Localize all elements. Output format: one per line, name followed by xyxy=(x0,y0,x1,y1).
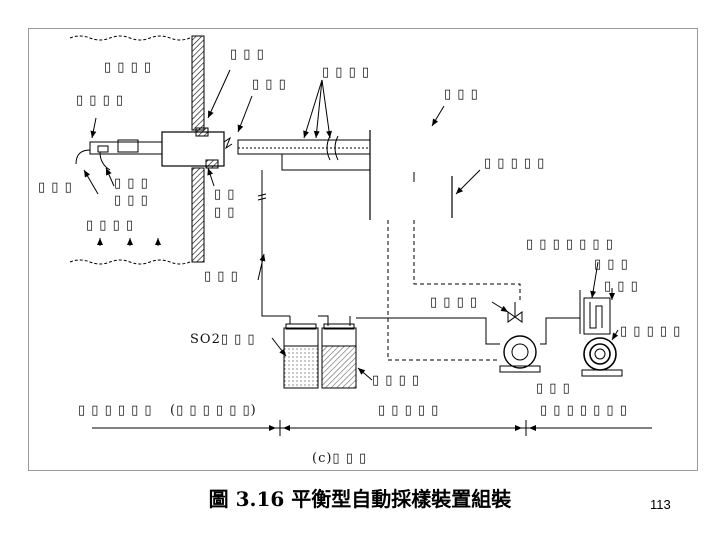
label-seal-2: ▯ ▯ xyxy=(214,205,236,220)
label-thermometer: ▯ ▯ ▯ xyxy=(594,257,629,272)
port-seal xyxy=(195,127,209,137)
stack-top-edge xyxy=(69,35,191,41)
label-duct: ▯ ▯ ▯ ▯ xyxy=(104,60,153,75)
diagram-frame xyxy=(28,28,698,471)
probe-inner xyxy=(97,145,109,153)
pump-base xyxy=(499,365,541,373)
label-umbilical: ▯ ▯ ▯ xyxy=(444,87,479,102)
label-section-sampling-sub: (▯ ▯ ▯ ▯ ▯ ▯) xyxy=(170,403,257,418)
label-heated-line: ▯ ▯ ▯ ▯ xyxy=(322,65,371,80)
nozzle xyxy=(75,149,91,165)
label-section-sampling: ▯ ▯ ▯ ▯ ▯ ▯ xyxy=(78,403,153,418)
signal-line-1 xyxy=(413,220,521,302)
label-control-box: ▯ ▯ ▯ ▯ ▯ xyxy=(484,156,546,171)
nozzle-tip xyxy=(99,151,111,171)
label-section-absorption: ▯ ▯ ▯ ▯ ▯ xyxy=(378,403,440,418)
line-junction xyxy=(281,153,371,171)
gas-meter-base xyxy=(581,369,623,377)
condenser xyxy=(583,297,611,335)
label-pitot: ▯ ▯ ▯ ▯ xyxy=(76,93,125,108)
duct-wall-lower xyxy=(191,167,205,263)
label-pump: ▯ ▯ ▯ xyxy=(536,381,571,396)
pump xyxy=(503,335,537,369)
label-sensor: ▯ ▯ ▯ xyxy=(114,193,149,208)
label-meter-temp: ▯ ▯ ▯ xyxy=(604,279,639,294)
gas-meter xyxy=(583,337,617,371)
vacuum-line xyxy=(356,317,500,345)
label-impinger: ▯ ▯ ▯ ▯ xyxy=(372,373,421,388)
heated-line-break xyxy=(223,136,233,150)
label-seal: ▯ ▯ xyxy=(214,187,236,202)
signal-line-2 xyxy=(387,220,500,361)
duct-wall-upper xyxy=(191,35,205,131)
heated-line xyxy=(237,139,371,155)
figure-caption: 圖 3.16 平衡型自動採樣裝置組裝 xyxy=(208,487,512,511)
label-flange: ▯ ▯ ▯ xyxy=(252,77,287,92)
port-seal-low xyxy=(205,159,219,169)
label-so2-absorber: SO2▯ ▯ ▯ xyxy=(190,332,256,347)
label-probe-port: ▯ ▯ ▯ xyxy=(230,47,265,62)
label-gas-flow: ▯ ▯ ▯ ▯ xyxy=(86,218,135,233)
label-flow-controller: ▯ ▯ ▯ ▯ ▯ ▯ ▯ xyxy=(526,237,614,252)
valve xyxy=(507,311,523,323)
label-valve: ▯ ▯ ▯ ▯ xyxy=(430,295,479,310)
sample-line xyxy=(261,170,290,317)
stack-bottom-edge xyxy=(69,259,191,265)
label-sample-line: ▯ ▯ ▯ xyxy=(204,269,239,284)
label-dry-gas-meter: ▯ ▯ ▯ ▯ ▯ xyxy=(620,324,682,339)
label-thermocouple: ▯ ▯ ▯ xyxy=(114,176,149,191)
page-number: 113 xyxy=(650,497,671,512)
label-nozzle: ▯ ▯ ▯ xyxy=(38,180,73,195)
label-section-metering: ▯ ▯ ▯ ▯ ▯ ▯ ▯ xyxy=(540,403,628,418)
subfigure-label: (c)▯ ▯ ▯ xyxy=(312,451,368,466)
pitot-box xyxy=(117,139,139,153)
line-break-mark xyxy=(326,135,339,161)
